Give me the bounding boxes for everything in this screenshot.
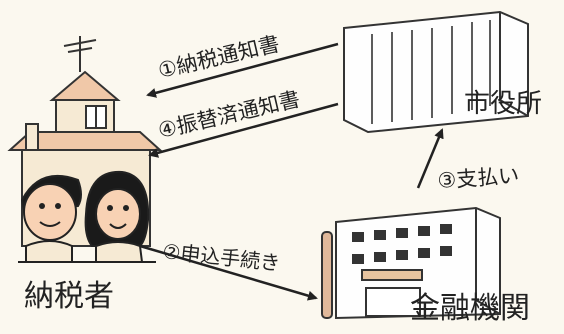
city-hall-label: 市役所: [464, 89, 542, 119]
city-hall-building-icon: [343, 10, 529, 134]
bank-building-icon: [321, 206, 501, 320]
family-icon: [18, 170, 156, 263]
arrow-step-2: [139, 244, 318, 301]
bank-label: 金融機関: [410, 291, 530, 326]
arrow-step-3: [416, 128, 444, 189]
antenna-icon: [63, 36, 97, 72]
arrow-step-4: [148, 102, 339, 158]
taxpayer-label: 納税者: [24, 279, 114, 314]
step-3-label: ③支払い: [437, 163, 520, 193]
arrow-step-1: [146, 42, 339, 98]
flow-arrows: [139, 42, 444, 301]
